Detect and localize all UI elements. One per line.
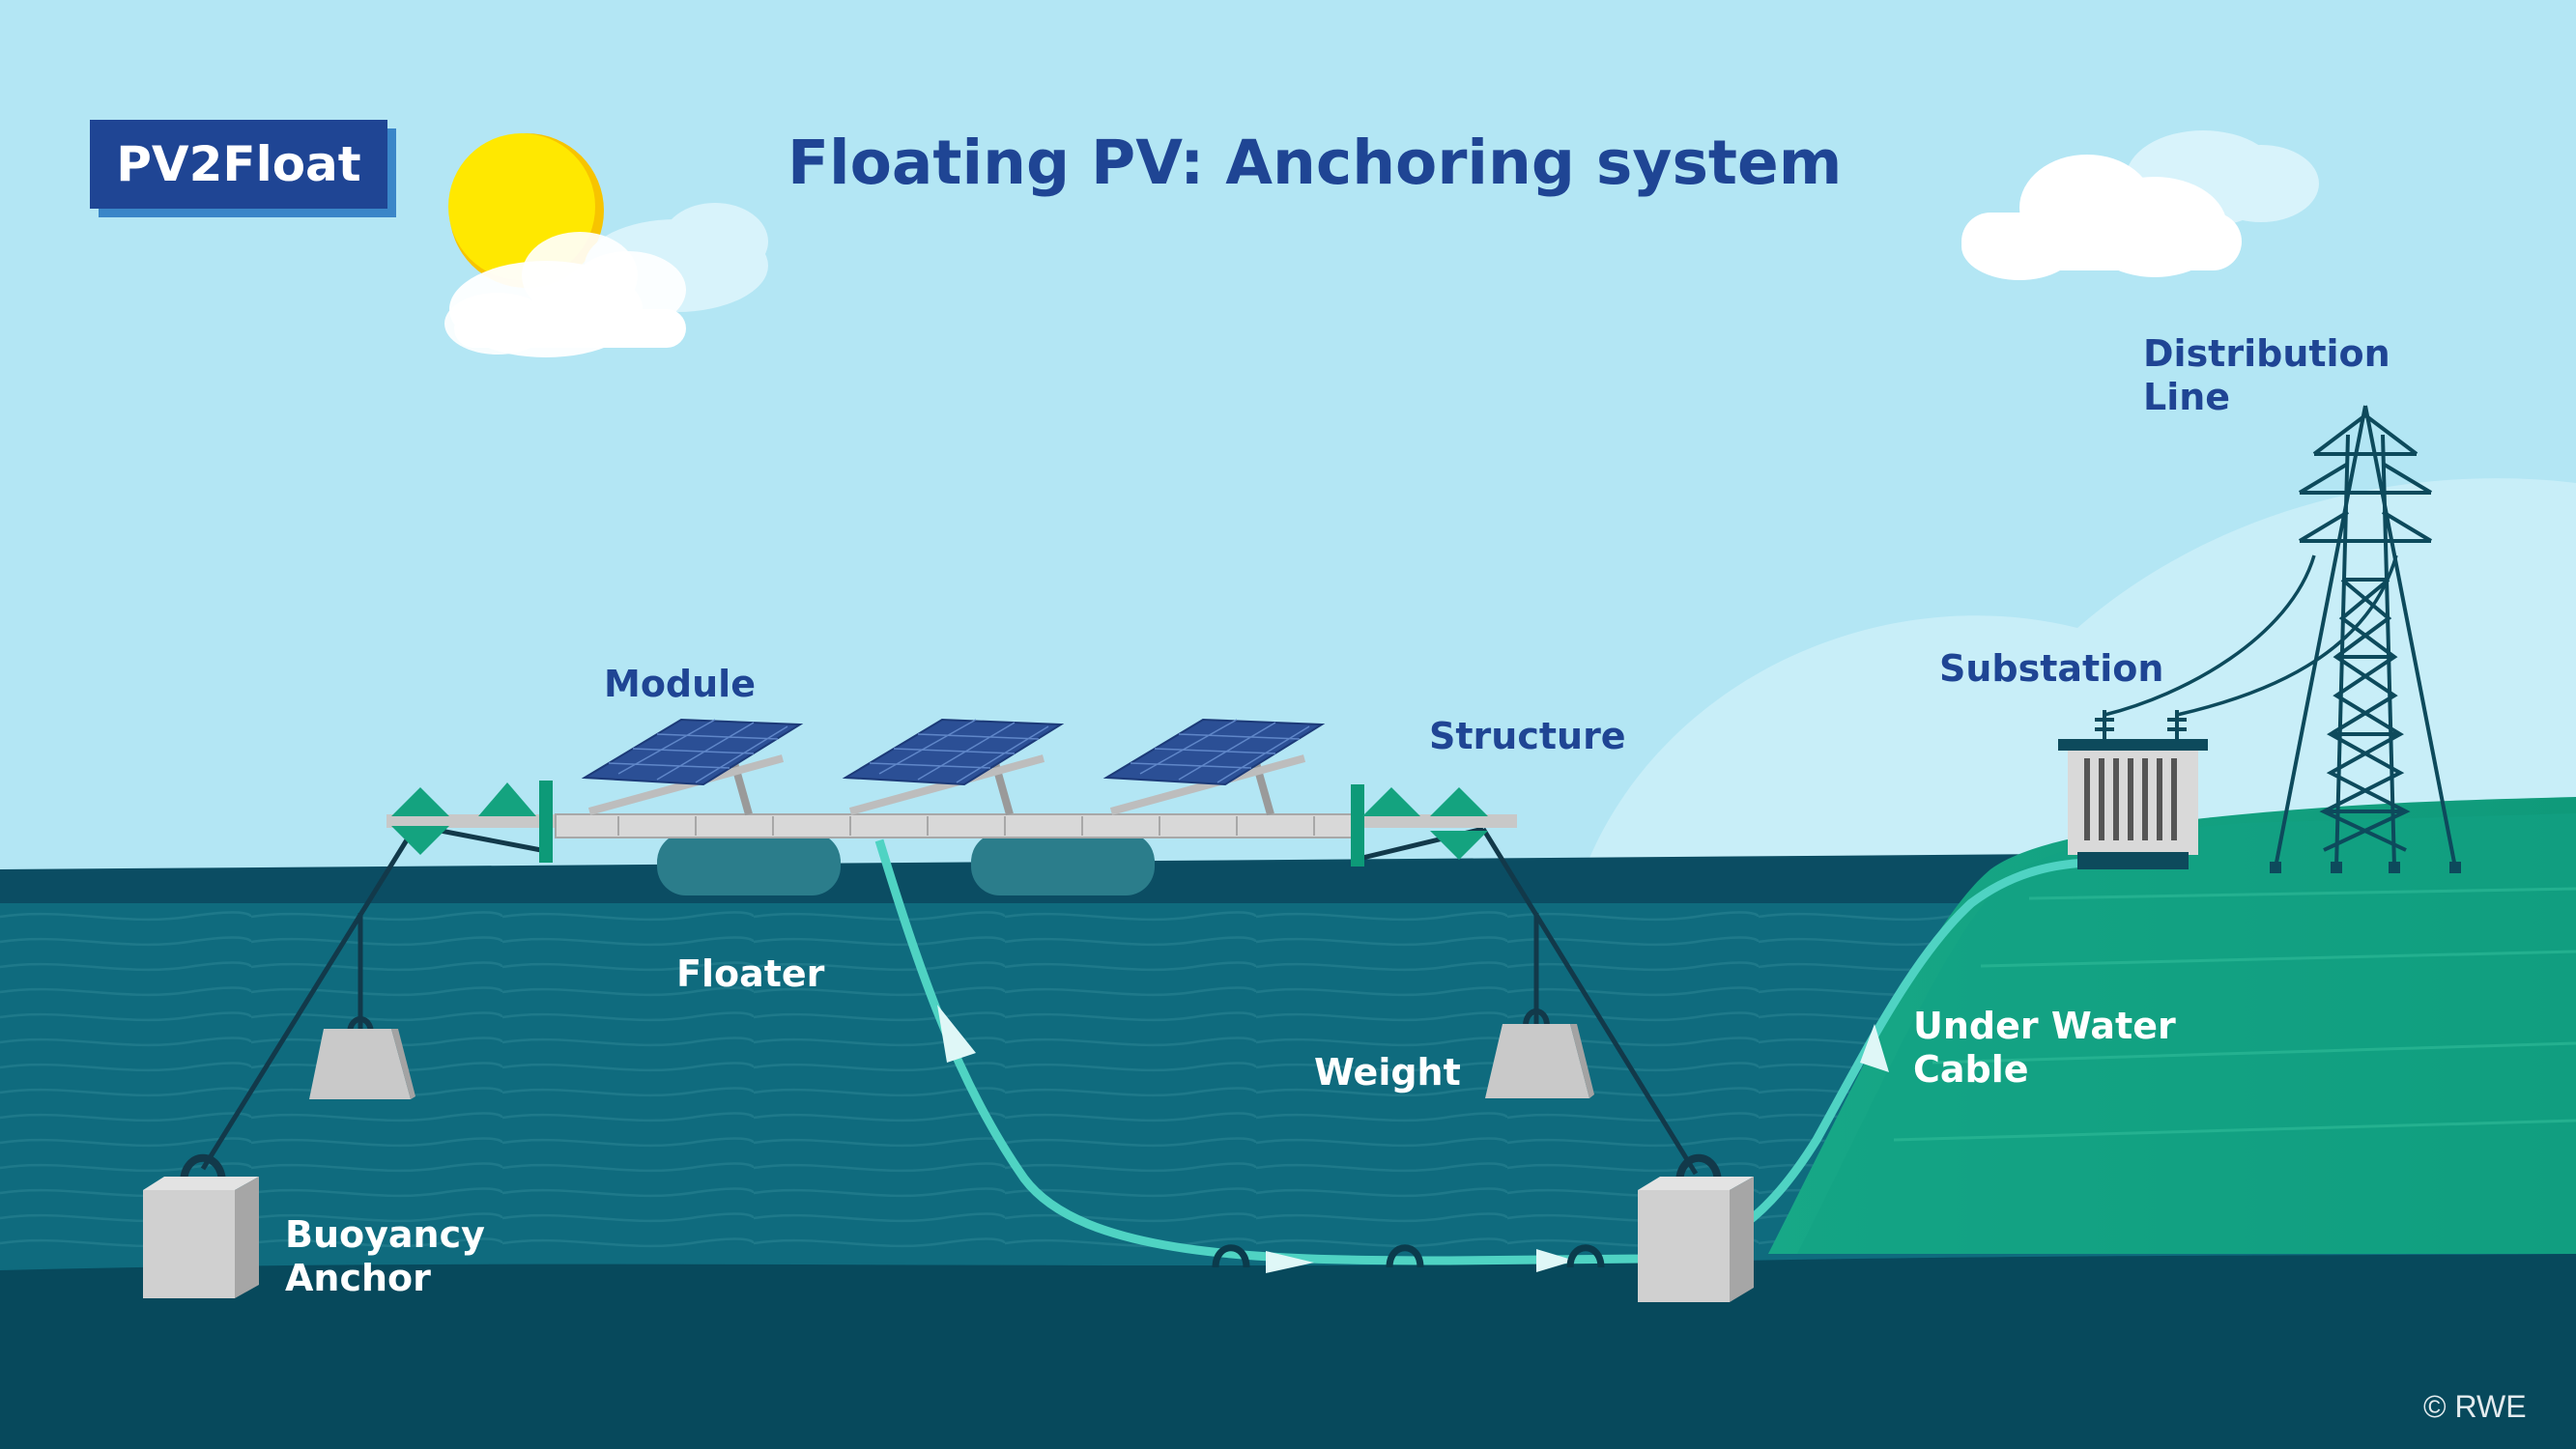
pylon-icon	[2274, 405, 2457, 868]
label-structure: Structure	[1429, 715, 1626, 757]
cable-arrow-icon	[937, 1005, 1889, 1273]
anchor-block-left	[143, 1153, 259, 1298]
pv2float-logo: PV2Float	[90, 120, 387, 209]
copyright-text: © RWE	[2423, 1389, 2527, 1424]
label-module: Module	[604, 663, 756, 705]
cable-clamp-icon	[1212, 1244, 1605, 1268]
label-under-water-cable: Under Water Cable	[1913, 1005, 2176, 1092]
floater-shape	[657, 833, 1155, 895]
cloud-icon	[444, 203, 768, 357]
buoy-icon	[391, 782, 1488, 860]
background-hill	[1585, 478, 2576, 869]
power-line	[2104, 554, 2398, 717]
solar-module-icon	[581, 718, 1326, 816]
label-distribution-line-line1: Distribution	[2143, 332, 2390, 375]
label-distribution-line-line2: Line	[2143, 375, 2231, 418]
label-buoyancy-anchor: Buoyancy Anchor	[285, 1213, 485, 1300]
structure-platform	[386, 781, 1517, 867]
label-floater: Floater	[676, 952, 825, 995]
label-buoyancy-anchor-line1: Buoyancy	[285, 1213, 485, 1256]
label-under-water-cable-line1: Under Water	[1913, 1005, 2176, 1047]
label-weight: Weight	[1314, 1051, 1461, 1094]
label-under-water-cable-line2: Cable	[1913, 1047, 2029, 1091]
weight-icon-left	[309, 1016, 415, 1099]
seabed	[0, 1254, 2576, 1449]
logo-text: PV2Float	[116, 136, 361, 192]
anchor-block-right	[1638, 1153, 1754, 1302]
diagram-title: Floating PV: Anchoring system	[787, 128, 1843, 198]
label-buoyancy-anchor-line2: Anchor	[285, 1256, 431, 1299]
cloud-icon-right	[1961, 130, 2319, 280]
weight-icon-right	[1485, 1009, 1594, 1098]
label-substation: Substation	[1939, 647, 2164, 690]
label-distribution-line: Distribution Line	[2143, 332, 2390, 419]
water-surface	[0, 850, 2576, 903]
